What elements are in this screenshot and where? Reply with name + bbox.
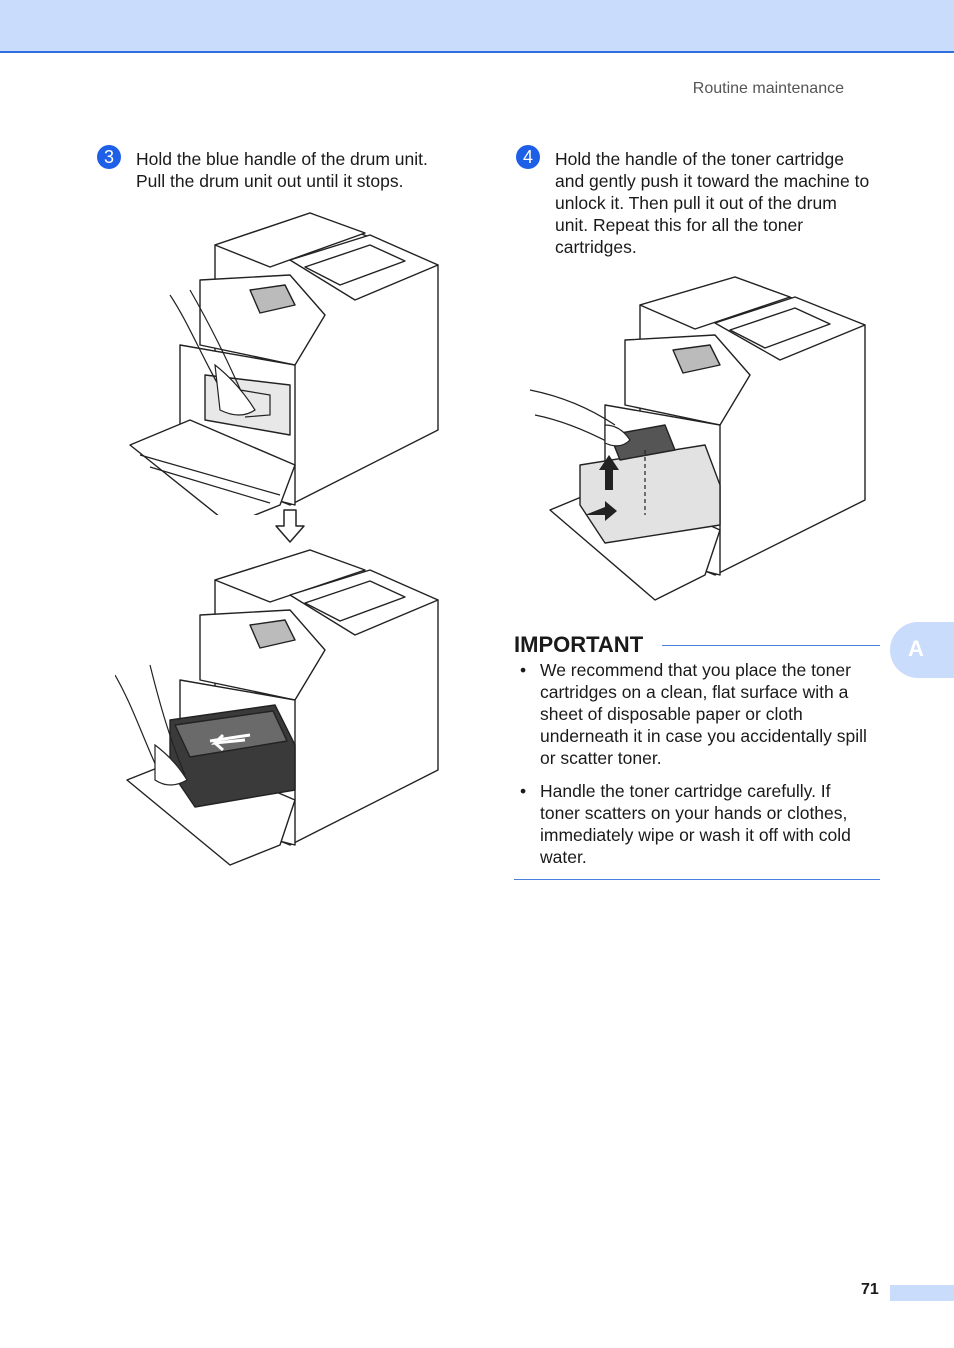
step-4-line: unit. Repeat this for all the toner (555, 215, 804, 235)
bullet-2-line: toner scatters on your hands or clothes, (540, 803, 848, 823)
bullet-1-line: sheet of disposable paper or cloth (540, 704, 803, 724)
page-number: 71 (861, 1281, 879, 1298)
bullet-2-line: water. (540, 847, 587, 867)
chapter-tab-label: A (908, 636, 924, 661)
important-heading: IMPORTANT (514, 632, 644, 657)
bullet-symbol: • (520, 781, 527, 801)
important-bottom-rule (514, 879, 880, 880)
chapter-tab[interactable]: A (890, 622, 954, 678)
bullet-1-line: or scatter toner. (540, 748, 662, 768)
top-bar (0, 0, 954, 53)
step-4-line: cartridges. (555, 237, 637, 257)
step-4-number: 4 (516, 145, 540, 169)
arrow-down-icon (275, 509, 305, 543)
bullet-symbol: • (520, 660, 527, 680)
step-4-line: unlock it. Then pull it out of the drum (555, 193, 837, 213)
section-title: Routine maintenance (692, 80, 844, 97)
step-3-line: Pull the drum unit out until it stops. (136, 171, 404, 191)
step-4-line: Hold the handle of the toner cartridge (555, 149, 844, 169)
important-top-rule (662, 645, 880, 646)
bullet-2-line: immediately wipe or wash it off with col… (540, 825, 851, 845)
step-4-line: and gently push it toward the machine to (555, 171, 870, 191)
printer-toner-removal-illustration (529, 276, 866, 601)
step-4-text: Hold the handle of the toner cartridge a… (555, 148, 869, 258)
step-3-text: Hold the blue handle of the drum unit. P… (136, 148, 428, 192)
step-3-number: 3 (97, 145, 121, 169)
printer-drum-handle-illustration (129, 212, 439, 515)
step-3-line: Hold the blue handle of the drum unit. (136, 149, 428, 169)
bullet-1-line: underneath it in case you accidentally s… (540, 726, 867, 746)
bullet-2-line: Handle the toner cartridge carefully. If (540, 781, 831, 801)
page-number-tab (890, 1285, 954, 1301)
bullet-1-line: cartridges on a clean, flat surface with… (540, 682, 849, 702)
bullet-1-line: We recommend that you place the toner (540, 660, 851, 680)
printer-drum-out-illustration (115, 549, 439, 866)
